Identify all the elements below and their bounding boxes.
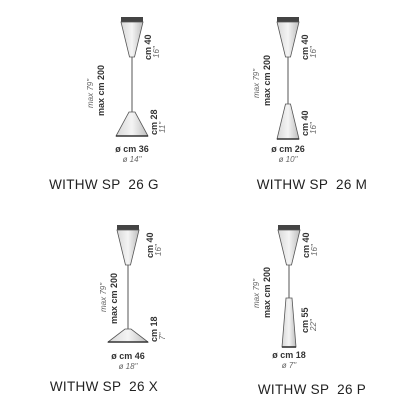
- lamp-drawing-m: [276, 17, 300, 140]
- bottom-shade: [115, 111, 149, 137]
- lamp-panel-g: cm 40 16" max cm 200 max 79" cm 28 11" ø…: [0, 0, 208, 208]
- length-in: max 79": [99, 282, 108, 312]
- length-in: max 79": [86, 78, 95, 108]
- top-cone-shade: [116, 229, 140, 266]
- top-cone-shade: [277, 229, 301, 266]
- top-cone-shade: [120, 21, 144, 58]
- top-height-in: 16": [309, 46, 318, 58]
- diameter-cm: ø cm 46: [111, 351, 145, 361]
- lamp-drawing-p: [277, 225, 301, 348]
- canopy-shade: [117, 225, 139, 230]
- lamp-panel-p: cm 40 16" max cm 200 max 79" cm 55 22" ø…: [208, 208, 416, 416]
- length-cm: max cm 200: [262, 54, 272, 106]
- diameter-cm: ø cm 26: [271, 144, 305, 154]
- diameter-cm: ø cm 36: [115, 144, 149, 154]
- length-cm: max cm 200: [96, 64, 106, 116]
- lamp-panel-m: cm 40 16" max cm 200 max 79" cm 40 16" ø…: [208, 0, 416, 208]
- model-name: WITHW SP 26 P: [257, 382, 367, 397]
- model-name: WITHW SP 26 M: [256, 177, 368, 192]
- bottom-height-in: 22": [309, 319, 318, 331]
- length-cm: max cm 200: [109, 272, 119, 324]
- bottom-shade: [106, 328, 150, 343]
- lamp-drawing-g: [115, 17, 149, 137]
- lamp-panel-x: cm 40 16" max cm 200 max 79" cm 18 7" ø …: [0, 208, 208, 416]
- diameter-in: ø 14": [122, 155, 142, 164]
- model-name: WITHW SP 26 X: [49, 379, 159, 394]
- length-cm: max cm 200: [262, 266, 272, 318]
- bottom-height-in: 11": [158, 121, 167, 133]
- model-name: WITHW SP 26 G: [49, 177, 159, 192]
- bottom-height-in: 7": [158, 332, 167, 340]
- top-height-in: 16": [154, 244, 163, 256]
- diameter-in: ø 10": [278, 155, 298, 164]
- top-height-in: 16": [310, 244, 319, 256]
- bottom-shade: [281, 297, 297, 348]
- canopy-shade: [278, 225, 300, 230]
- top-cone-shade: [276, 21, 300, 58]
- diameter-cm: ø cm 18: [272, 350, 306, 360]
- lamp-drawing-x: [106, 225, 150, 343]
- length-in: max 79": [252, 68, 261, 98]
- canopy-shade: [277, 17, 299, 22]
- bottom-shade: [276, 103, 300, 140]
- top-height-in: 16": [152, 46, 161, 58]
- diameter-in: ø 7": [281, 361, 297, 370]
- diameter-in: ø 18": [118, 362, 138, 371]
- length-in: max 79": [252, 278, 261, 308]
- bottom-height-in: 16": [309, 122, 318, 134]
- canopy-shade: [121, 17, 143, 22]
